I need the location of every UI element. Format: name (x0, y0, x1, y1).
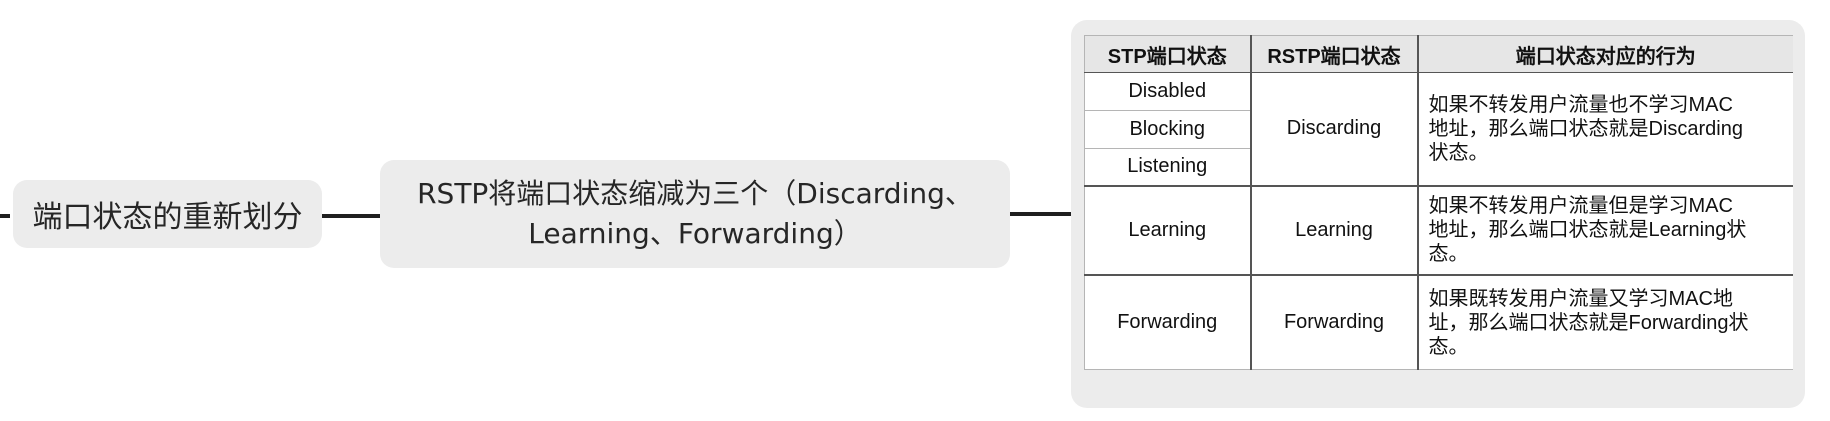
behavior-line: 如果既转发用户流量又学习MAC地 (1428, 287, 1733, 310)
topic-port-state-repartition[interactable]: 端口状态的重新划分 (13, 180, 322, 248)
topic-port-state-repartition-label: 端口状态的重新划分 (32, 200, 303, 235)
behavior-line: 态。 (1428, 335, 1469, 358)
table-header-row: STP端口状态 RSTP端口状态 端口状态对应的行为 (1084, 35, 1793, 73)
connector-partition-to-rstp (322, 214, 380, 218)
header-rstp-state: RSTP端口状态 (1250, 35, 1419, 73)
behavior-line: 如果不转发用户流量也不学习MAC (1428, 93, 1733, 116)
table-row: Learning Learning 如果不转发用户流量但是学习MAC 地址，那么… (1084, 185, 1793, 277)
stp-state-cell: Forwarding (1084, 274, 1252, 370)
table-row: Forwarding Forwarding 如果既转发用户流量又学习MAC地 址… (1084, 274, 1793, 370)
table-row: Blocking (1084, 109, 1794, 149)
behavior-cell: 如果既转发用户流量又学习MAC地 址，那么端口状态就是Forwarding状 态… (1417, 274, 1793, 370)
rstp-state-cell: Discarding (1250, 71, 1419, 187)
connector-rstp-to-table (1010, 212, 1071, 216)
rstp-state-cell: Learning (1250, 185, 1419, 277)
behavior-line: 状态。 (1428, 141, 1489, 164)
stp-state-cell: Disabled (1084, 72, 1252, 111)
port-state-table: STP端口状态 RSTP端口状态 端口状态对应的行为 Disabled Disc… (1084, 35, 1793, 370)
behavior-line: 如果不转发用户流量但是学习MAC (1428, 195, 1733, 218)
topic-rstp-reduce-line2: Learning、Forwarding） (528, 217, 862, 250)
topic-rstp-reduce-line1: RSTP将端口状态缩减为三个（Discarding、 (417, 177, 973, 210)
table-row: Listening (1084, 147, 1794, 187)
behavior-line: 地址，那么端口状态就是Learning状 (1428, 219, 1747, 242)
header-behavior: 端口状态对应的行为 (1417, 35, 1793, 73)
behavior-cell: 如果不转发用户流量但是学习MAC 地址，那么端口状态就是Learning状 态。 (1417, 185, 1793, 277)
behavior-line: 址，那么端口状态就是Forwarding状 (1428, 311, 1749, 334)
stp-state-cell: Blocking (1084, 109, 1252, 149)
table-row: Disabled Discarding 如果不转发用户流量也不学习MAC 地址，… (1084, 71, 1793, 187)
behavior-line: 地址，那么端口状态就是Discarding (1428, 117, 1743, 140)
behavior-cell: 如果不转发用户流量也不学习MAC 地址，那么端口状态就是Discarding 状… (1417, 71, 1793, 187)
behavior-line: 态。 (1428, 243, 1469, 266)
header-stp-state: STP端口状态 (1084, 35, 1252, 73)
connector-left-stub (0, 214, 10, 218)
stp-state-cell: Listening (1084, 147, 1252, 187)
topic-rstp-reduce-states[interactable]: RSTP将端口状态缩减为三个（Discarding、 Learning、Forw… (380, 160, 1010, 268)
stp-state-cell: Learning (1084, 185, 1252, 277)
port-state-table-image: STP端口状态 RSTP端口状态 端口状态对应的行为 Disabled Disc… (1084, 35, 1793, 370)
rstp-state-cell: Forwarding (1250, 274, 1419, 370)
